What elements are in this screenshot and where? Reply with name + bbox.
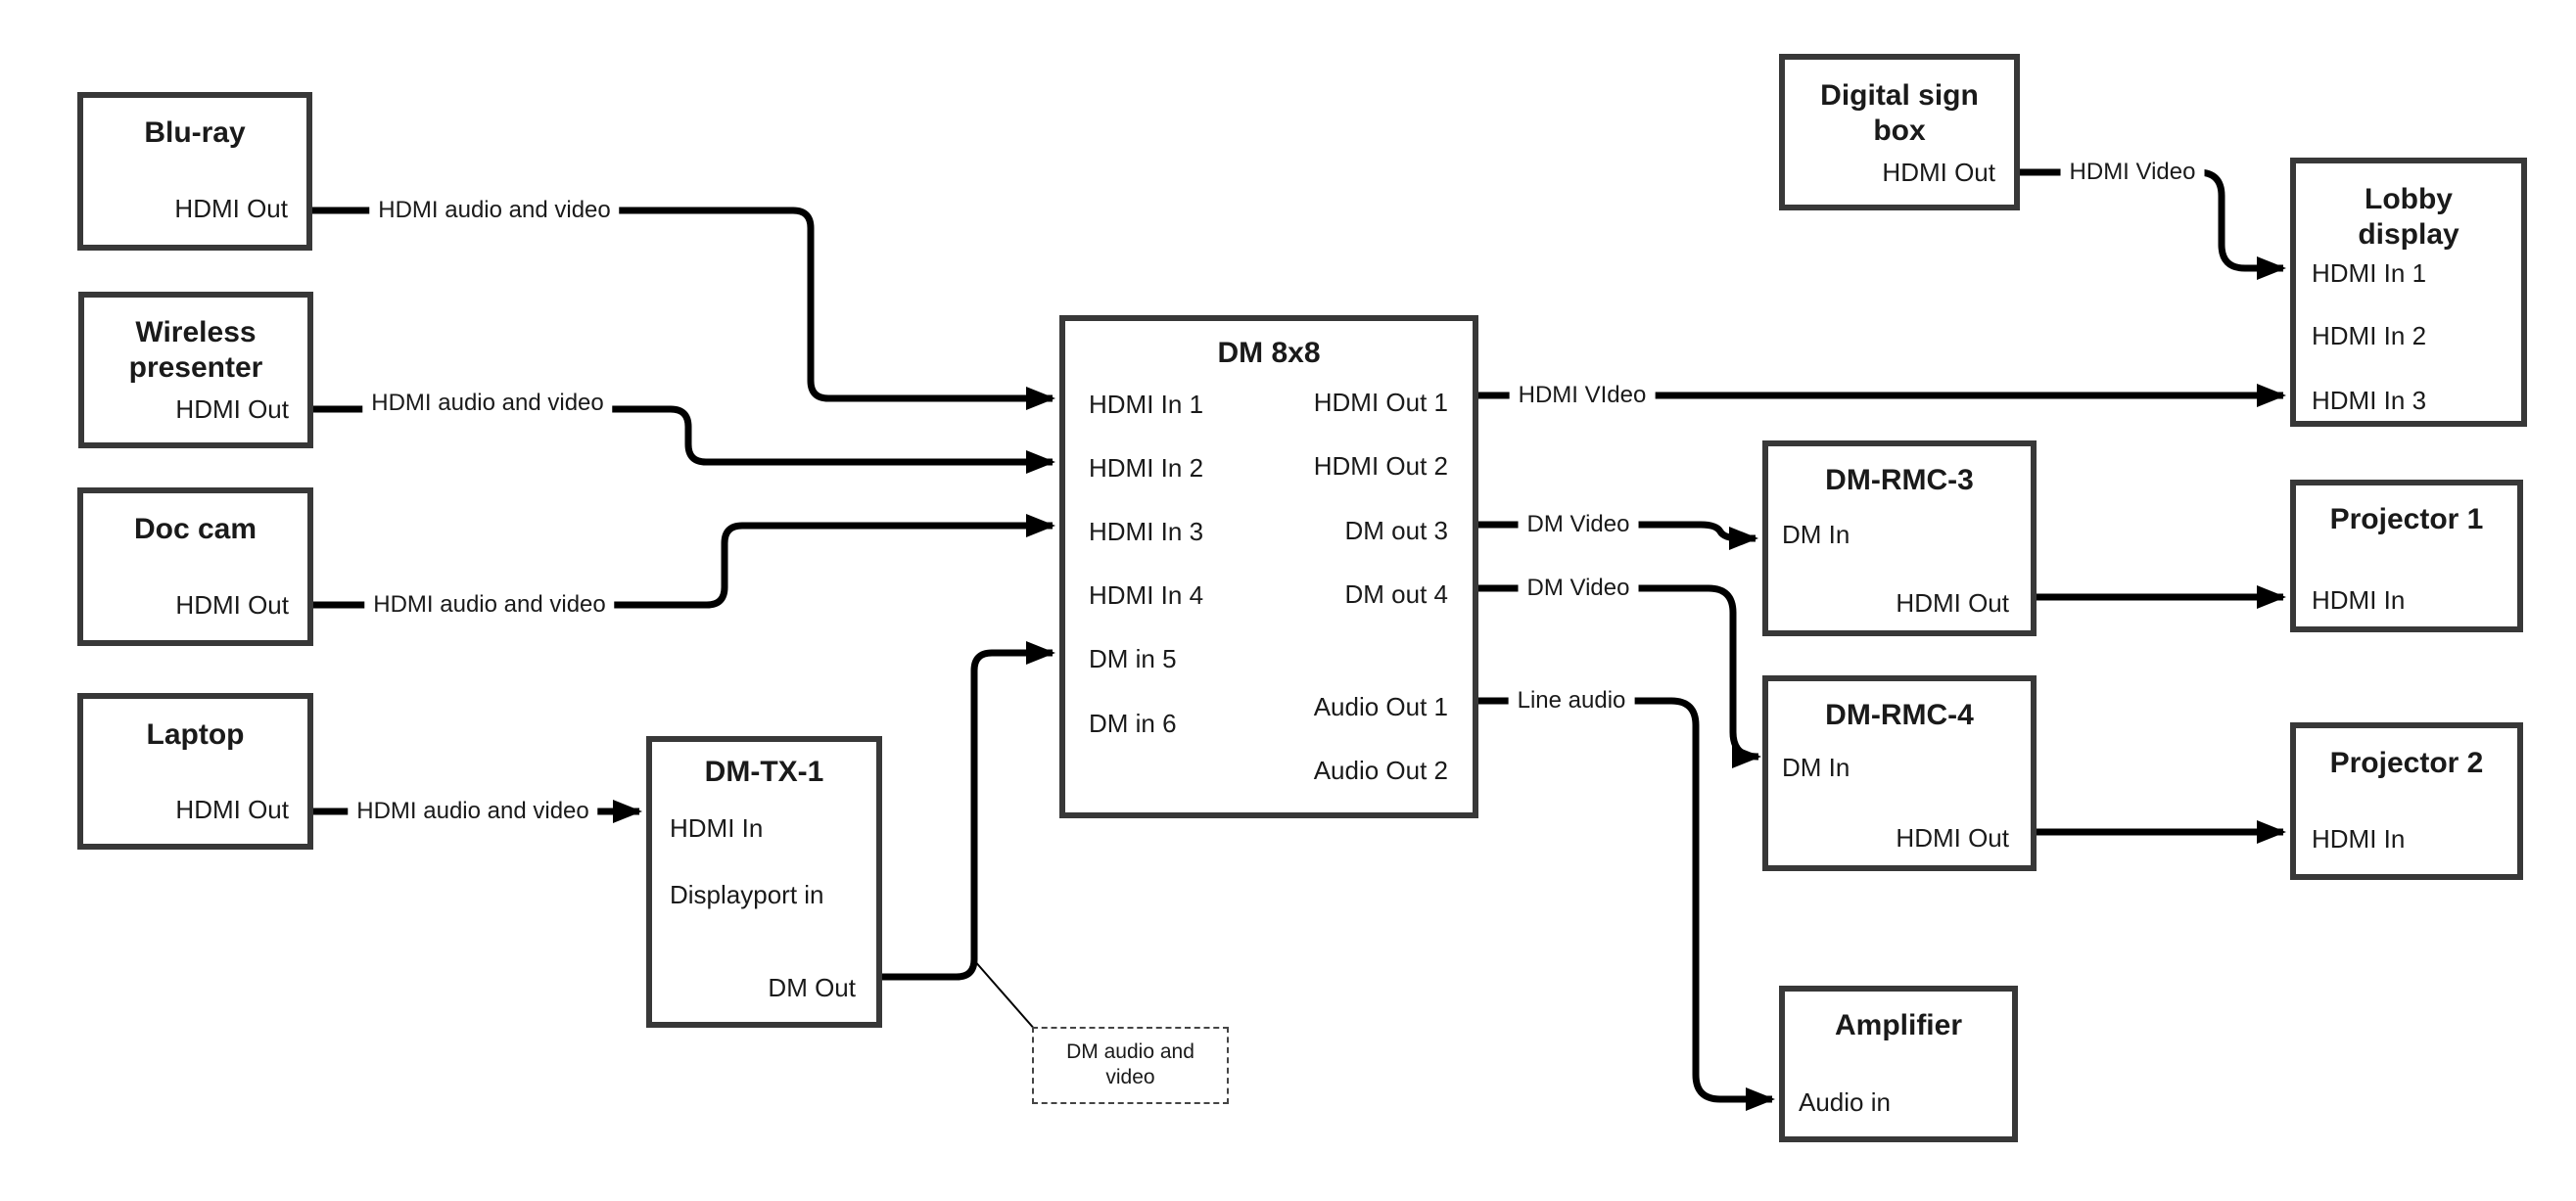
node-dm-8x8: DM 8x8 HDMI In 1 HDMI In 2 HDMI In 3 HDM… [1059, 315, 1478, 818]
node-title: Projector 1 [2329, 503, 2484, 535]
node-blu-ray: Blu-ray HDMI Out [77, 92, 312, 251]
wire-dm8x8-out4-to-rmc4 [1478, 584, 1761, 768]
node-title: DM 8x8 [1217, 337, 1321, 369]
port-dm-out-4: DM out 4 [1344, 579, 1449, 609]
wire-label-dm-out-4: DM Video [1518, 575, 1639, 602]
port-hdmi-out: HDMI Out [175, 795, 289, 824]
wire-dmtx1-to-dm8x8-in5 [882, 641, 1055, 981]
port-hdmi-in-4: HDMI In 4 [1089, 580, 1204, 610]
port-hdmi-in: HDMI In [2312, 585, 2406, 615]
node-title: Projector 2 [2329, 747, 2484, 779]
node-title: Digital sign box [1820, 79, 1979, 147]
port-displayport-in: Displayport in [670, 880, 824, 909]
node-digital-sign-box: Digital sign box HDMI Out [1779, 54, 2020, 210]
wire-label-digital-sign: HDMI Video [2060, 159, 2205, 186]
port-hdmi-in: HDMI In [2312, 824, 2406, 854]
wire-label-bluray: HDMI audio and video [369, 197, 620, 224]
wire-digitalsign-to-lobby-in1 [2020, 168, 2286, 280]
port-hdmi-out: HDMI Out [1896, 588, 2009, 618]
port-dm-in: DM In [1782, 753, 1850, 782]
wire-label-audio-out-1: Line audio [1508, 687, 1635, 715]
port-dm-in: DM In [1782, 520, 1850, 549]
port-hdmi-in-1: HDMI In 1 [2312, 258, 2427, 288]
node-title: DM-RMC-3 [1825, 464, 1974, 496]
node-wireless-presenter: Wireless presenter HDMI Out [78, 292, 313, 448]
node-title: Doc cam [133, 513, 258, 545]
wire-label-dm-out-3: DM Video [1518, 511, 1639, 538]
port-dm-in-6: DM in 6 [1089, 709, 1177, 738]
node-amplifier: Amplifier Audio in [1779, 986, 2018, 1142]
wire-label-doccam: HDMI audio and video [364, 591, 615, 619]
node-title: DM-RMC-4 [1825, 699, 1974, 731]
wire-doccam-to-dm8x8-in3 [313, 514, 1055, 609]
port-hdmi-in-2: HDMI In 2 [2312, 321, 2427, 350]
node-dm-rmc-4: DM-RMC-4 DM In HDMI Out [1762, 675, 2037, 871]
node-title: Laptop [146, 718, 245, 751]
port-dm-in-5: DM in 5 [1089, 644, 1177, 673]
port-hdmi-out: HDMI Out [174, 194, 288, 223]
wire-dm8x8-out3-to-rmc3 [1478, 521, 1758, 550]
port-hdmi-out-2: HDMI Out 2 [1313, 451, 1448, 481]
note-dm-audio-and-video: DM audio and video [1032, 1027, 1229, 1104]
node-title: Wireless presenter [128, 316, 263, 384]
wire-label-laptop: HDMI audio and video [348, 798, 598, 825]
wire-label-hdmi-out-1: HDMI VIdeo [1509, 382, 1656, 409]
port-hdmi-out: HDMI Out [1882, 158, 1995, 187]
node-title: Blu-ray [144, 116, 246, 149]
port-hdmi-in-3: HDMI In 3 [2312, 386, 2427, 415]
node-dm-rmc-3: DM-RMC-3 DM In HDMI Out [1762, 440, 2037, 636]
port-hdmi-in-2: HDMI In 2 [1089, 453, 1204, 483]
node-title: Amplifier [1834, 1009, 1963, 1041]
port-audio-out-1: Audio Out 1 [1313, 692, 1448, 721]
node-projector-1: Projector 1 HDMI In [2290, 480, 2523, 632]
wire-bluray-to-dm8x8-in1 [312, 207, 1055, 410]
port-hdmi-out: HDMI Out [1896, 823, 2009, 853]
node-dm-tx-1: DM-TX-1 HDMI In Displayport in DM Out [646, 736, 882, 1028]
node-laptop: Laptop HDMI Out [77, 693, 313, 850]
port-hdmi-out: HDMI Out [175, 394, 289, 424]
port-audio-out-2: Audio Out 2 [1313, 756, 1448, 785]
wire-dm8x8-audio1-to-amplifier [1478, 697, 1775, 1111]
port-hdmi-out-1: HDMI Out 1 [1313, 388, 1448, 417]
node-title: Lobby display [2358, 183, 2459, 251]
port-hdmi-in: HDMI In [670, 813, 764, 843]
node-title: DM-TX-1 [704, 756, 824, 788]
port-hdmi-in-1: HDMI In 1 [1089, 390, 1204, 419]
node-lobby-display: Lobby display HDMI In 1 HDMI In 2 HDMI I… [2290, 158, 2527, 427]
port-audio-in: Audio in [1799, 1087, 1891, 1117]
port-dm-out: DM Out [768, 973, 856, 1002]
port-hdmi-in-3: HDMI In 3 [1089, 517, 1204, 546]
wire-label-wireless: HDMI audio and video [362, 390, 613, 417]
port-dm-out-3: DM out 3 [1344, 516, 1449, 545]
wire-wireless-to-dm8x8-in2 [313, 405, 1055, 474]
node-projector-2: Projector 2 HDMI In [2290, 722, 2523, 880]
note-leader-line [972, 958, 1037, 1032]
port-hdmi-out: HDMI Out [175, 590, 289, 620]
node-doc-cam: Doc cam HDMI Out [77, 487, 313, 646]
